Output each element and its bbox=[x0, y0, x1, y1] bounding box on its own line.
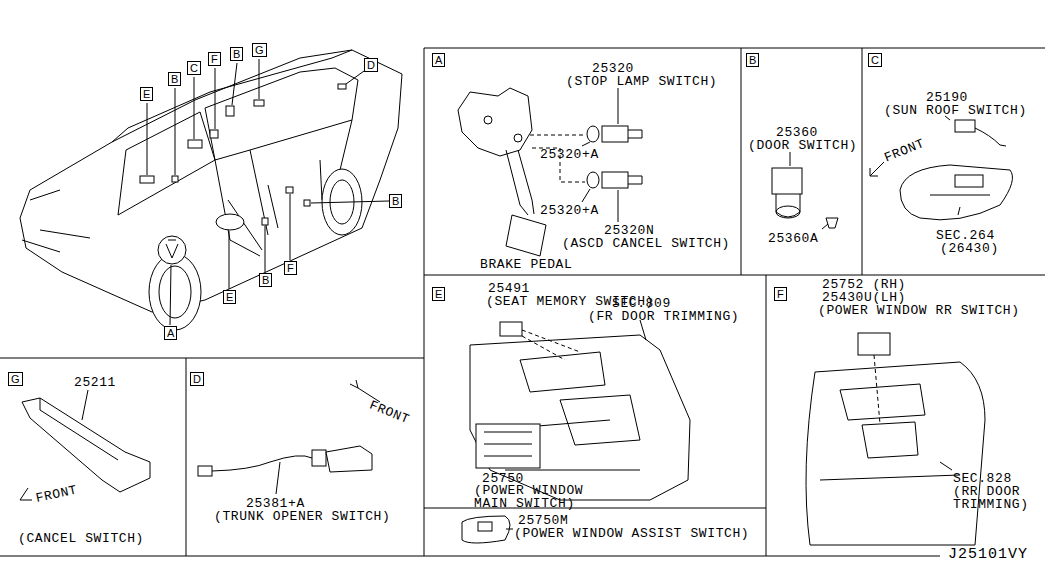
view-letter-box: C bbox=[868, 53, 882, 67]
part-name: (POWER WINDOW RR SWITCH) bbox=[818, 304, 1020, 317]
view-letter-box: C bbox=[187, 61, 201, 75]
callout-number: 25750M bbox=[518, 514, 568, 527]
view-letter-box: E bbox=[432, 287, 445, 301]
car-overview bbox=[20, 50, 402, 330]
callout-number: 25360A bbox=[768, 232, 818, 245]
view-letter: B bbox=[233, 48, 240, 60]
callout-number: 25430U(LH) bbox=[822, 291, 906, 304]
note-label: FRONT bbox=[883, 137, 927, 165]
view-letter-box: A bbox=[164, 326, 177, 340]
section-reference: SEC.264 bbox=[936, 229, 995, 242]
view-letter-box: B bbox=[389, 194, 402, 208]
door-switch-illustration bbox=[772, 152, 838, 229]
view-letter-box: B bbox=[230, 47, 243, 61]
callout-number: 25320N bbox=[604, 224, 654, 237]
view-letter-box: F bbox=[208, 52, 221, 66]
view-letter: E bbox=[435, 288, 442, 300]
view-letter: G bbox=[255, 44, 264, 56]
view-letter: G bbox=[11, 373, 20, 385]
view-letter-box: E bbox=[223, 290, 236, 304]
view-letter-box: F bbox=[284, 261, 297, 275]
view-letter: F bbox=[211, 53, 218, 65]
part-name: (ASCD CANCEL SWITCH) bbox=[562, 237, 730, 250]
panel-frames bbox=[0, 48, 1045, 556]
part-name: (FR DOOR TRIMMING) bbox=[588, 310, 739, 323]
front-door-trim-illustration bbox=[462, 320, 690, 543]
trunk-opener-illustration bbox=[198, 380, 380, 494]
view-letter: B bbox=[392, 195, 399, 207]
view-letter: D bbox=[367, 59, 375, 71]
callout-number: J25101VY bbox=[948, 548, 1028, 561]
part-name: (26430) bbox=[940, 242, 999, 255]
view-letter-box: B bbox=[746, 53, 759, 67]
view-letter: B bbox=[262, 274, 269, 286]
callout-number: 25752 (RH) bbox=[822, 278, 906, 291]
part-name: (RR DOOR TRIMMING) bbox=[953, 485, 1039, 511]
callout-number: 25491 bbox=[488, 282, 530, 295]
view-letter: F bbox=[287, 262, 294, 274]
callout-number: 25360 bbox=[776, 126, 818, 139]
view-letter: D bbox=[193, 373, 201, 385]
view-letter-box: B bbox=[168, 72, 181, 86]
section-reference: SEC.828 bbox=[953, 472, 1012, 485]
callout-number: 25211 bbox=[74, 376, 116, 389]
part-name: (TRUNK OPENER SWITCH) bbox=[214, 510, 390, 523]
view-letter-box: A bbox=[432, 53, 445, 67]
view-letter: A bbox=[167, 327, 174, 339]
view-letter-box: G bbox=[8, 372, 23, 386]
view-letter: E bbox=[226, 291, 233, 303]
callout-number: 25320 bbox=[592, 62, 634, 75]
callout-number: 25320+A bbox=[540, 148, 599, 161]
view-letter: C bbox=[190, 62, 198, 74]
view-letter: E bbox=[143, 88, 150, 100]
note-label: FRONT bbox=[35, 483, 79, 504]
view-letter-box: D bbox=[364, 58, 378, 72]
rear-door-trim-illustration bbox=[806, 333, 985, 545]
view-letter-box: B bbox=[259, 273, 272, 287]
callout-number: 25190 bbox=[926, 91, 968, 104]
view-letter-box: G bbox=[252, 43, 267, 57]
view-letter: B bbox=[749, 54, 756, 66]
part-name: (POWER WINDOW ASSIST SWITCH) bbox=[514, 527, 749, 540]
part-name: (SUN ROOF SWITCH) bbox=[884, 104, 1027, 117]
view-letter-box: D bbox=[190, 372, 204, 386]
callout-number: 25381+A bbox=[246, 497, 305, 510]
callout-number: 25320+A bbox=[540, 204, 599, 217]
note-label: FRONT bbox=[368, 398, 412, 426]
section-reference: SEC.809 bbox=[612, 297, 671, 310]
sunroof-switch-illustration bbox=[870, 116, 1012, 220]
cancel-switch-illustration bbox=[20, 390, 150, 500]
part-name: (DOOR SWITCH) bbox=[748, 139, 857, 152]
view-letter-box: E bbox=[140, 87, 153, 101]
view-letter: B bbox=[171, 73, 178, 85]
part-name: (POWER WINDOW MAIN SWITCH) bbox=[474, 484, 596, 510]
view-letter: C bbox=[871, 54, 879, 66]
view-letter: F bbox=[777, 288, 784, 300]
part-name: (CANCEL SWITCH) bbox=[18, 532, 144, 545]
view-letter: A bbox=[435, 54, 442, 66]
view-letter-box: F bbox=[774, 287, 787, 301]
note-label: BRAKE PEDAL bbox=[480, 258, 572, 271]
part-name: (STOP LAMP SWITCH) bbox=[566, 75, 717, 88]
